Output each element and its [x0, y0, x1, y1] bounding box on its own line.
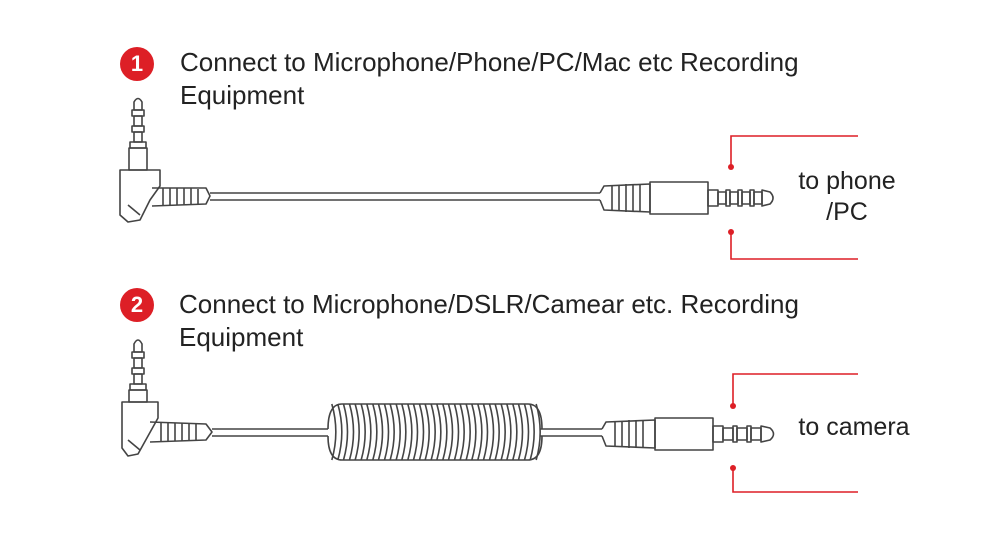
coiled-cable-diagram — [121, 339, 858, 493]
left-plug-tip — [128, 339, 148, 403]
step-1-section: 1 Connect to Microphone/Phone/PC/Mac etc… — [119, 46, 940, 260]
coil-loop — [442, 403, 448, 461]
coil-loop — [453, 403, 460, 461]
right-strain-relief — [599, 183, 651, 213]
coil-loop — [407, 403, 413, 461]
step-2-caption-line1: Connect to Microphone/DSLR/Camear etc. R… — [179, 289, 799, 319]
coil-loop — [383, 403, 390, 461]
left-strain-relief — [149, 421, 213, 443]
coil-loop — [348, 403, 355, 461]
coil-loop — [366, 403, 372, 461]
coil-outline — [327, 403, 543, 461]
coil-loop — [418, 403, 425, 461]
coil-loop — [459, 403, 465, 461]
step-1-caption-line1: Connect to Microphone/Phone/PC/Mac etc R… — [180, 47, 799, 77]
bracket-dot — [728, 229, 734, 235]
right-plug-tip — [707, 189, 774, 207]
coil-loop — [424, 403, 430, 461]
coil-loop — [523, 403, 530, 461]
coil-loop — [535, 403, 541, 461]
right-strain-relief — [601, 419, 656, 449]
left-plug-tip — [128, 97, 148, 171]
right-plug-barrel — [649, 181, 709, 215]
coil-loop — [500, 403, 506, 461]
coil-loop — [412, 403, 419, 461]
step-2-badge: 2 — [120, 288, 154, 322]
coil-loop — [482, 403, 489, 461]
bracket-dot — [730, 403, 736, 409]
coil-loop — [395, 403, 401, 461]
coil-loop — [401, 403, 407, 461]
target-label-phone-pc: to phone /PC — [784, 166, 910, 228]
bracket-dot — [728, 164, 734, 170]
coil-loop — [506, 403, 512, 461]
coil-loop — [488, 403, 495, 461]
left-strain-relief — [151, 187, 211, 207]
bracket-dot — [730, 465, 736, 471]
coil-loop — [465, 403, 471, 461]
step-2-section: 2 Connect to Microphone/DSLR/Camear etc.… — [0, 270, 1000, 535]
coil-loop — [477, 403, 483, 461]
target-bracket-1 — [730, 135, 858, 260]
coil-loop — [354, 403, 360, 461]
target-label-camera: to camera — [788, 412, 920, 443]
coil-loop — [512, 403, 518, 461]
target-label-line2: /PC — [826, 198, 868, 226]
coil-loop — [471, 403, 477, 461]
straight-cable-diagram — [119, 97, 858, 260]
step-1-caption-line2: Equipment — [180, 80, 305, 110]
right-plug-tip — [712, 425, 775, 443]
target-label-line1: to camera — [798, 413, 910, 441]
step-2-caption: Connect to Microphone/DSLR/Camear etc. R… — [179, 288, 939, 354]
coil-loop — [447, 403, 454, 461]
right-plug-barrel — [654, 417, 714, 451]
coil-loop — [529, 403, 535, 461]
target-bracket-2 — [732, 373, 858, 493]
coil-loop — [494, 403, 500, 461]
step-2-caption-line2: Equipment — [179, 322, 304, 352]
coil-loop — [389, 403, 395, 461]
left-plug-body — [119, 169, 161, 223]
coil-loop — [337, 403, 343, 461]
coil-loop — [360, 403, 366, 461]
step-1-caption: Connect to Microphone/Phone/PC/Mac etc R… — [180, 46, 940, 112]
coil-loop — [342, 403, 349, 461]
step-1-badge: 1 — [120, 47, 154, 81]
coil-loop — [430, 403, 436, 461]
coil-loop — [331, 403, 337, 461]
coil-loop — [517, 403, 524, 461]
coil-loop — [436, 403, 442, 461]
target-label-line1: to phone — [798, 167, 896, 195]
cable-coil — [327, 403, 543, 461]
coil-loop — [372, 403, 378, 461]
left-plug-body — [121, 401, 159, 457]
coil-loop — [377, 403, 384, 461]
